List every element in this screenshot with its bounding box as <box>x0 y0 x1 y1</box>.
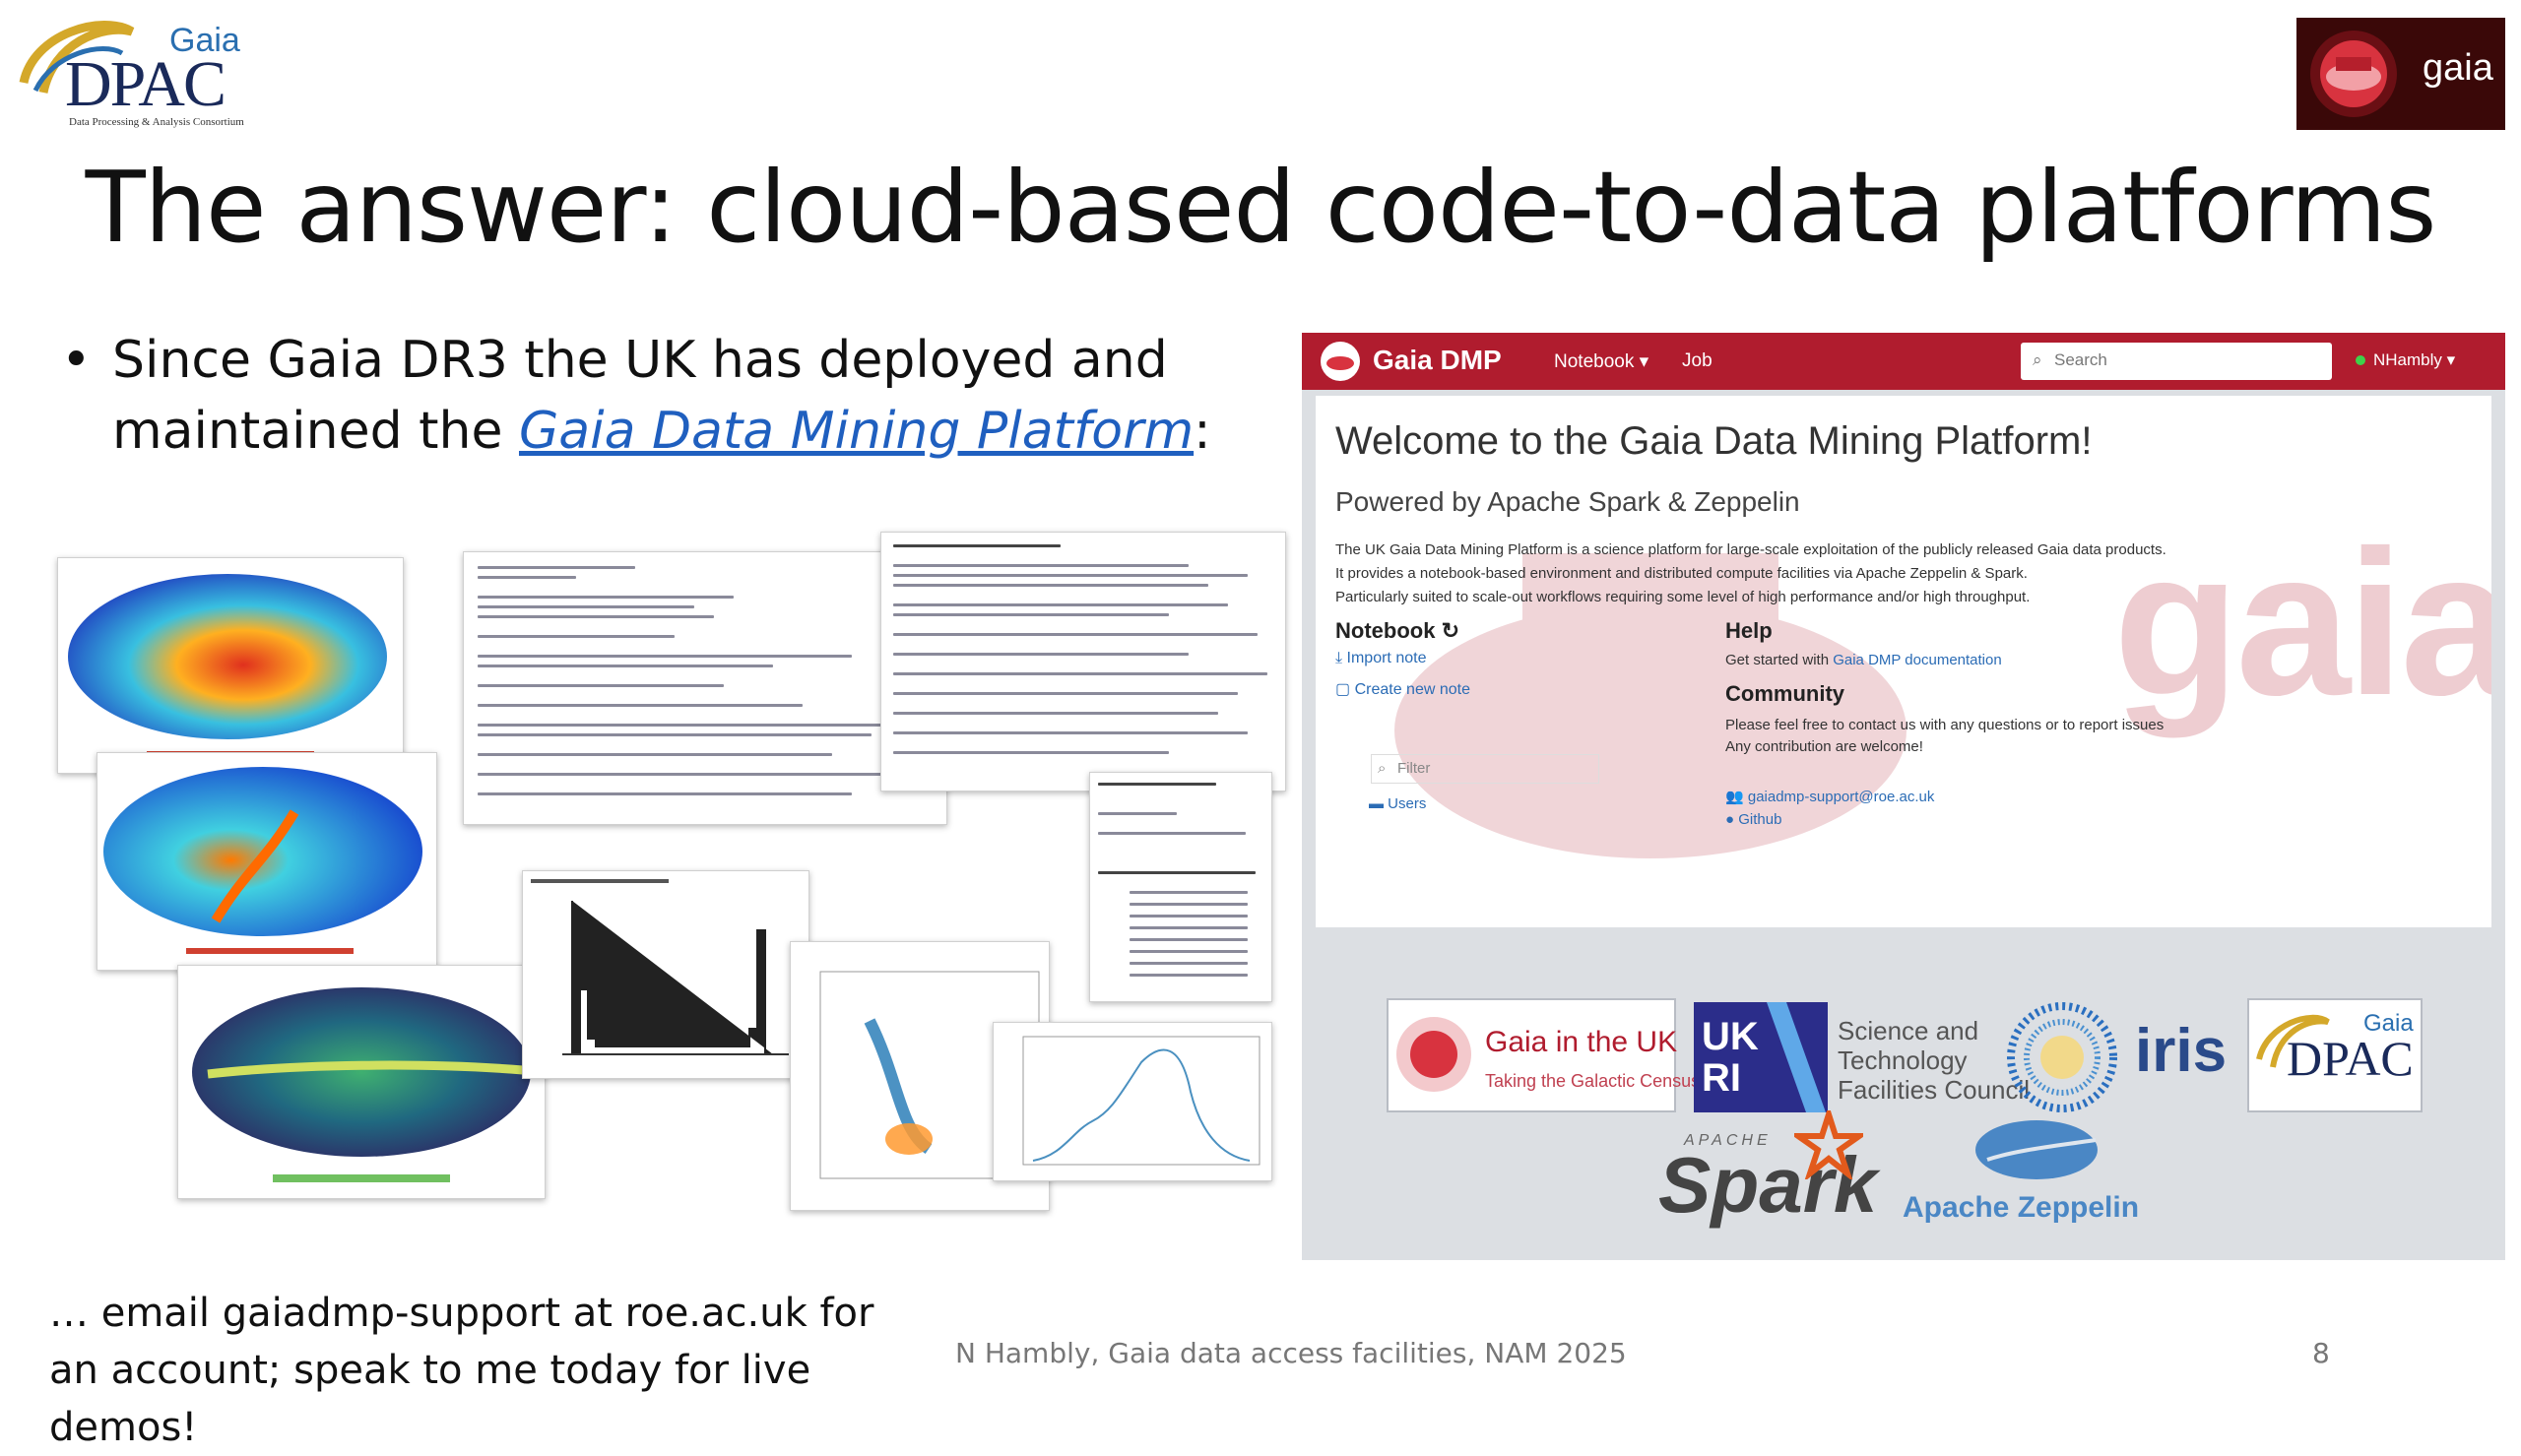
create-note-link[interactable]: ▢ Create new note <box>1335 679 1470 699</box>
gaia-spacecraft-watermark-icon <box>1394 553 1907 858</box>
online-status-icon <box>2356 355 2365 365</box>
zeppelin-icon <box>1975 1120 2098 1179</box>
search-placeholder: Search <box>2054 350 2107 369</box>
dmp-welcome-panel: gaia Welcome to the Gaia Data Mining Pla… <box>1316 396 2491 927</box>
community-text-1: Please feel free to contact us with any … <box>1725 717 2165 733</box>
ukri-text: UK RI <box>1702 1015 1759 1100</box>
community-text-2: Any contribution are welcome! <box>1725 738 1923 755</box>
galaxy-map-plot <box>192 987 531 1182</box>
create-note-label: Create new note <box>1354 681 1470 698</box>
filter-search-icon: ⌕ <box>1378 760 1387 777</box>
download-icon: ⤓ <box>1335 650 1343 666</box>
spark-star-icon <box>1794 1110 1863 1179</box>
bullet-dot: • <box>61 331 92 390</box>
description-line-1: The UK Gaia Data Mining Platform is a sc… <box>1335 541 2166 558</box>
dmp-search-input[interactable]: ⌕ Search <box>2021 343 2332 380</box>
partner-dpac-main: DPAC <box>2287 1031 2414 1086</box>
stfc-line-1: Science and <box>1838 1016 1979 1045</box>
filter-placeholder: Filter <box>1397 760 1431 777</box>
gaia-in-the-uk-logo: Gaia in the UK Taking the Galactic Censu… <box>1387 998 1700 1112</box>
help-heading: Help <box>1725 618 1773 643</box>
gaia-uk-spacecraft-icon <box>1396 1017 1471 1092</box>
bullet-text-post: : <box>1194 402 1211 461</box>
esa-gaia-text: gaia <box>2423 47 2493 89</box>
help-text-prefix: Get started with <box>1725 652 1834 668</box>
gaia-spacecraft-icon <box>2310 31 2397 117</box>
dpac-main-text: DPAC <box>65 48 226 120</box>
dpac-gaia-text: Gaia <box>169 22 240 59</box>
import-note-label: Import note <box>1346 650 1427 666</box>
page-number: 8 <box>2312 1337 2330 1369</box>
partner-dpac-swoosh-icon <box>2256 1014 2330 1068</box>
dpac-logo: Gaia DPAC Data Processing & Analysis Con… <box>14 14 250 130</box>
welcome-heading: Welcome to the Gaia Data Mining Platform… <box>1335 419 2093 463</box>
user-name: NHambly ▾ <box>2373 350 2456 369</box>
gaia-uk-title: Gaia in the UK <box>1485 1026 1678 1058</box>
stfc-line-2: Technology <box>1838 1045 1968 1075</box>
search-icon: ⌕ <box>2033 350 2042 369</box>
community-heading: Community <box>1725 681 1844 706</box>
description-line-2: It provides a notebook-based environment… <box>1335 565 2028 582</box>
sky-map-thumbnail-2 <box>97 752 437 971</box>
bullet-text: Since Gaia DR3 the UK has deployed and m… <box>112 325 1294 467</box>
sky-map-thumbnail-1 <box>57 557 404 774</box>
bullet-text-pre: Since Gaia DR3 the UK has deployed and m… <box>112 331 1168 461</box>
gaia-dmp-link[interactable]: Gaia Data Mining Platform <box>518 402 1195 461</box>
folder-icon: ▬ <box>1369 795 1384 812</box>
partner-dpac-gaia: Gaia <box>2363 1010 2414 1037</box>
zeppelin-text: Apache Zeppelin <box>1903 1191 2140 1224</box>
slide-title: The answer: cloud-based code-to-data pla… <box>85 150 2437 265</box>
code-notebook-thumbnail-1 <box>463 551 947 825</box>
refresh-icon[interactable]: ↻ <box>1441 618 1460 643</box>
footer-citation: N Hambly, Gaia data access facilities, N… <box>955 1337 1627 1369</box>
galaxy-map-thumbnail <box>177 965 546 1199</box>
histogram-plot <box>531 879 789 1055</box>
gaia-dmp-screenshot: Gaia DMP Notebook ▾ Job ⌕ Search NHambly… <box>1302 333 2505 1260</box>
gaia-watermark: gaia <box>2113 507 2491 738</box>
histogram-thumbnail <box>522 870 809 1079</box>
dmp-brand[interactable]: Gaia DMP <box>1373 345 1502 375</box>
gaia-uk-subtitle: Taking the Galactic Census <box>1485 1071 1701 1091</box>
github-icon: ● <box>1725 811 1735 828</box>
stfc-line-3: Facilities Council <box>1838 1075 2031 1105</box>
support-email-link[interactable]: 👥 gaiadmp-support@roe.ac.uk <box>1725 788 1934 805</box>
footer-contact-note: … email gaiadmp-support at roe.ac.uk for… <box>49 1291 874 1450</box>
help-text: Get started with Gaia DMP documentation <box>1725 652 2002 668</box>
github-link[interactable]: ● Github <box>1725 811 1781 828</box>
nav-notebook-menu[interactable]: Notebook ▾ <box>1554 351 1649 372</box>
file-icon: ▢ <box>1335 681 1351 698</box>
dpac-sub-text: Data Processing & Analysis Consortium <box>69 116 244 128</box>
line-plot-thumbnail <box>993 1022 1272 1181</box>
notebook-filter-input[interactable]: ⌕ Filter <box>1371 754 1599 784</box>
notebook-heading-text: Notebook <box>1335 618 1436 643</box>
support-email: gaiadmp-support@roe.ac.uk <box>1747 789 1935 805</box>
iris-text: iris <box>2135 1017 2228 1085</box>
notebook-heading: Notebook ↻ <box>1335 618 1459 644</box>
partner-dpac-logo: Gaia DPAC <box>2247 998 2423 1112</box>
import-note-link[interactable]: ⤓ Import note <box>1335 650 1426 667</box>
description-line-3: Particularly suited to scale-out workflo… <box>1335 589 2031 605</box>
dmp-navbar: Gaia DMP Notebook ▾ Job ⌕ Search NHambly… <box>1302 333 2505 390</box>
sky-map-plot-1 <box>68 574 387 757</box>
documentation-link[interactable]: Gaia DMP documentation <box>1833 652 2002 668</box>
nav-job[interactable]: Job <box>1682 350 1713 371</box>
github-label: Github <box>1738 811 1782 828</box>
line-plot <box>1022 1036 1260 1166</box>
esa-gaia-logo: gaia <box>2296 18 2505 130</box>
users-folder[interactable]: ▬ Users <box>1369 795 1426 812</box>
dpac-swoosh-icon <box>19 21 135 95</box>
code-notebook-thumbnail-2 <box>880 532 1286 791</box>
powered-by: Powered by Apache Spark & Zeppelin <box>1335 486 1800 517</box>
ukri-stripe-icon <box>1767 1002 1826 1112</box>
user-menu[interactable]: NHambly ▾ <box>2356 350 2455 370</box>
sky-map-plot-2 <box>103 767 422 954</box>
iris-sunburst-icon <box>2007 1002 2117 1112</box>
users-folder-label: Users <box>1388 795 1427 812</box>
spark-apache-text: APACHE <box>1684 1132 1772 1149</box>
users-icon: 👥 <box>1725 789 1744 805</box>
ukri-logo: UK RI <box>1694 1002 1828 1112</box>
dmp-logo-icon <box>1321 342 1360 381</box>
classification-table-thumbnail <box>1089 772 1272 1002</box>
